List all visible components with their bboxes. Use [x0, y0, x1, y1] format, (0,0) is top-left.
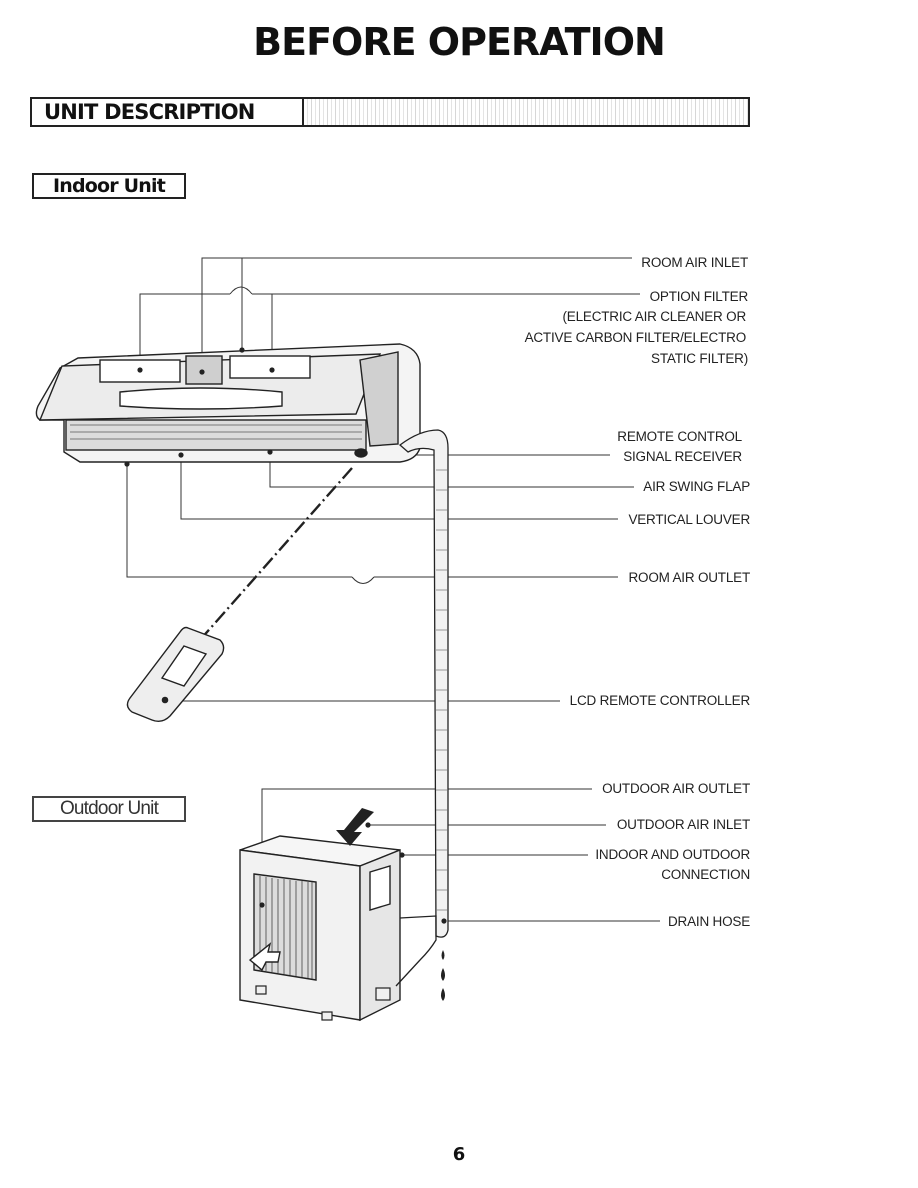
leader-room-air-outlet-bump	[351, 576, 375, 584]
remote-signal-beam	[199, 467, 353, 641]
label-vertical-louver: VERTICAL LOUVER	[628, 512, 750, 527]
label-option-filter-1: OPTION FILTER	[649, 289, 749, 304]
leader-room-air-outlet	[126, 465, 618, 578]
lcd-remote-controller	[126, 626, 225, 723]
label-outdoor-air-outlet: OUTDOOR AIR OUTLET	[602, 781, 750, 796]
label-option-filter-3: ACTIVE CARBON FILTER/ELECTRO	[524, 330, 747, 345]
page-number: 6	[452, 1144, 466, 1165]
outdoor-unit-heading: Outdoor Unit	[32, 796, 186, 822]
label-room-air-inlet: ROOM AIR INLET	[641, 255, 748, 270]
water-drops-icon	[441, 950, 445, 1001]
leader-air-swing-flap	[269, 452, 634, 488]
refrigerant-pipe	[398, 429, 449, 938]
label-drain-hose: DRAIN HOSE	[667, 914, 750, 929]
section-header: UNIT DESCRIPTION	[30, 97, 750, 127]
section-title: UNIT DESCRIPTION	[32, 99, 304, 125]
leader-option-filter-bump	[229, 286, 253, 295]
section-header-texture	[304, 99, 748, 125]
label-option-filter-2: (ELECTRIC AIR CLEANER OR	[562, 309, 747, 324]
indoor-unit-body	[35, 343, 421, 463]
page-title: BEFORE OPERATION	[253, 20, 666, 64]
leader-option-filter	[139, 293, 640, 370]
label-lcd-remote: LCD REMOTE CONTROLLER	[569, 693, 751, 708]
outlet-arrow-icon	[248, 942, 281, 972]
leader-room-air-inlet	[201, 257, 632, 372]
leader-vertical-louver	[180, 455, 618, 520]
outdoor-unit	[239, 835, 401, 1022]
label-connection-2: CONNECTION	[661, 867, 750, 882]
label-remote-receiver-2: SIGNAL RECEIVER	[623, 449, 742, 464]
label-outdoor-air-inlet: OUTDOOR AIR INLET	[616, 817, 750, 832]
label-option-filter-4: STATIC FILTER)	[651, 351, 748, 366]
inlet-arrow-icon	[336, 808, 374, 846]
indoor-unit-heading: Indoor Unit	[32, 173, 186, 199]
label-connection-1: INDOOR AND OUTDOOR	[595, 847, 750, 862]
label-remote-receiver-1: REMOTE CONTROL	[617, 429, 742, 444]
label-room-air-outlet: ROOM AIR OUTLET	[628, 570, 750, 585]
label-air-swing-flap: AIR SWING FLAP	[643, 479, 750, 494]
